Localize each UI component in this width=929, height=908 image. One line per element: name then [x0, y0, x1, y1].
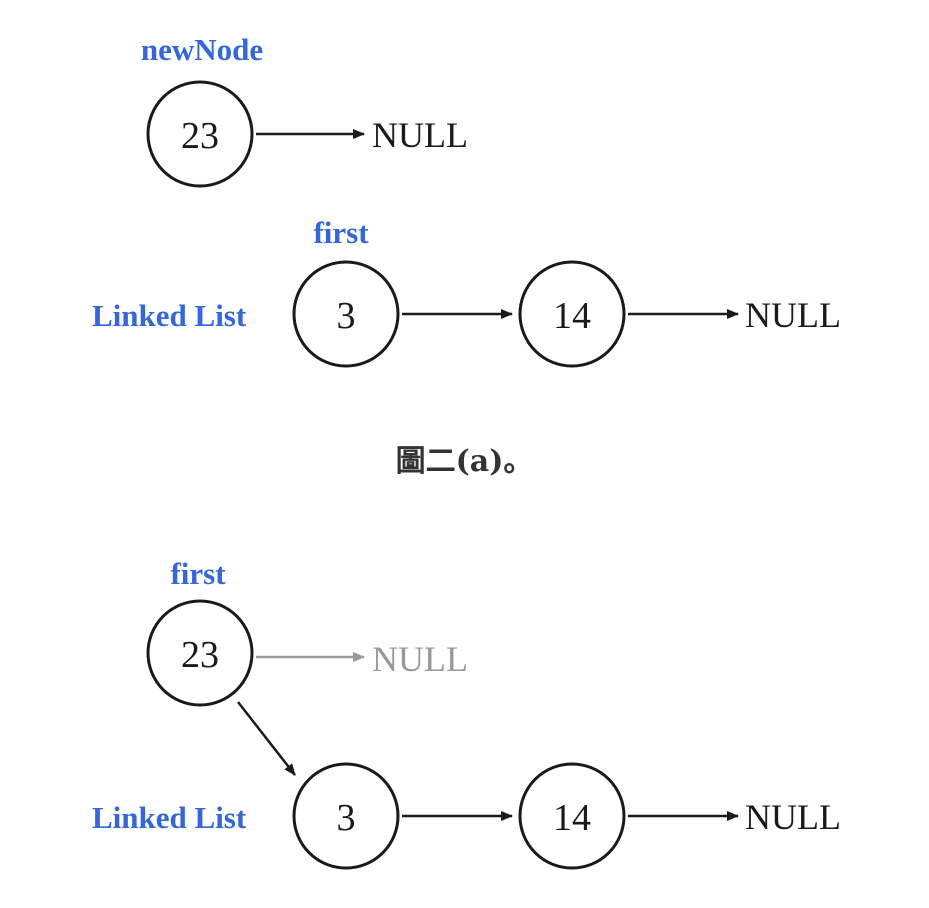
new-node-label: newNode	[141, 32, 263, 67]
list-node-1-b-value: 3	[337, 797, 356, 839]
linked-list-label: Linked List	[92, 298, 247, 333]
list-null: NULL	[745, 295, 841, 335]
list-node-1: 3	[292, 260, 400, 368]
old-null: NULL	[372, 639, 468, 679]
list-node-2-value: 14	[553, 295, 591, 337]
linked-list-label-b: Linked List	[92, 800, 247, 835]
new-node-b-value: 23	[181, 634, 219, 676]
first-label-b: first	[170, 556, 226, 591]
list-null-b: NULL	[745, 797, 841, 837]
list-node-1-value: 3	[337, 295, 356, 337]
list-node-2-b-value: 14	[553, 797, 591, 839]
figure-b: first 23 NULL Linked List 3 14 NULL	[92, 556, 841, 870]
new-node: 23	[146, 80, 254, 188]
list-node-2-b: 14	[518, 762, 626, 870]
new-node-to-first-arrow	[237, 701, 296, 776]
new-node-value: 23	[181, 115, 219, 157]
new-node-null: NULL	[372, 115, 468, 155]
new-node-b: 23	[146, 599, 254, 707]
figure-caption: 圖二(a)。	[395, 444, 534, 479]
list-node-1-b: 3	[292, 762, 400, 870]
first-label: first	[313, 215, 369, 250]
list-node-2: 14	[518, 260, 626, 368]
figure-a: newNode 23 NULL first Linked List 3 14 N…	[92, 32, 841, 368]
